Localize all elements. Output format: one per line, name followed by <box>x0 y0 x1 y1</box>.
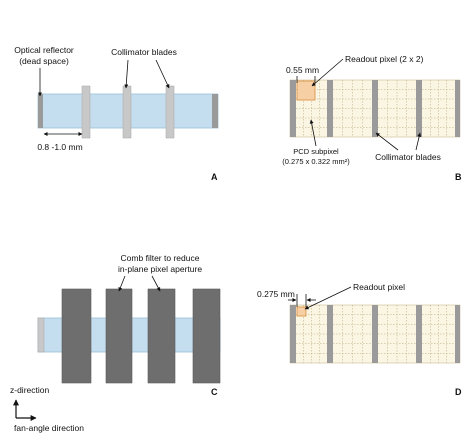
blade-pointer <box>155 59 170 89</box>
subpixel-size-label: (0.275 x 0.322 mm²) <box>282 157 350 166</box>
readout-pointer <box>311 58 344 87</box>
panel-b: 0.55 mm Readout pixel (2 x 2) PCD subpix… <box>282 54 462 182</box>
comb-filter-tooth <box>147 288 176 384</box>
panel-a: Optical reflector (dead space) Collimato… <box>14 45 219 182</box>
collimator-blade <box>372 80 378 137</box>
pcd-pixel-grid <box>296 305 455 363</box>
blade-pointer <box>375 132 399 151</box>
optical-reflector <box>38 94 43 128</box>
optical-reflector <box>37 317 45 353</box>
subpixel-pointer <box>309 119 317 147</box>
collimator-blade <box>455 305 460 363</box>
pcd-subpixel-grid <box>296 80 455 137</box>
collimator-blade <box>165 85 175 139</box>
spacing-label: 0.8 -1.0 mm <box>37 142 82 152</box>
comb-pointer <box>151 275 161 292</box>
collimator-blade <box>290 80 296 137</box>
collimator-blade <box>122 85 132 139</box>
reflector-label: Optical reflector <box>14 45 74 55</box>
readout-pixel-label: Readout pixel <box>353 282 405 292</box>
comb-pointer <box>118 275 126 292</box>
collimator-blade <box>372 305 378 363</box>
comb-filter-tooth <box>61 288 92 384</box>
panel-letter-a: A <box>211 172 218 182</box>
collimator-blade <box>416 80 422 137</box>
panel-letter-b: B <box>455 172 462 182</box>
collimator-blade <box>290 305 296 363</box>
collimator-blade <box>455 80 460 137</box>
collimator-blade <box>416 305 422 363</box>
subpixel-label: PCD subpixel <box>293 147 339 156</box>
readout-pixel-label: Readout pixel (2 x 2) <box>345 54 424 64</box>
comb-filter-tooth <box>105 288 133 384</box>
collimator-blade <box>327 305 333 363</box>
collimator-blade <box>327 80 333 137</box>
collimator-blade <box>81 85 91 139</box>
comb-filter-label-sub: in-plane pixel aperture <box>118 264 202 274</box>
reflector-label-sub: (dead space) <box>19 56 69 66</box>
panel-letter-c: C <box>211 387 218 397</box>
z-direction-label: z-direction <box>10 385 49 395</box>
readout-pixel-highlight <box>296 80 316 101</box>
panel-c: Comb filter to reduce in-plane pixel ape… <box>37 253 221 397</box>
comb-filter-label: Comb filter to reduce <box>121 253 200 263</box>
panel-d: 0.275 mm Readout pixel D <box>257 282 462 397</box>
readout-pointer <box>304 286 352 310</box>
collimator-blades-label: Collimator blades <box>111 47 177 57</box>
panel-letter-d: D <box>455 387 462 397</box>
collimator-blade-edge <box>212 94 218 128</box>
comb-filter-tooth <box>192 288 221 384</box>
readout-pixel-highlight <box>296 306 307 317</box>
fan-angle-label: fan-angle direction <box>14 423 84 433</box>
blade-pointer <box>415 132 422 151</box>
blade-pointer <box>124 59 129 89</box>
readout-width-label: 0.275 mm <box>257 289 295 299</box>
axes-legend: z-direction fan-angle direction <box>10 385 84 433</box>
collimator-blades-label: Collimator blades <box>375 152 441 162</box>
readout-width-label: 0.55 mm <box>286 65 319 75</box>
